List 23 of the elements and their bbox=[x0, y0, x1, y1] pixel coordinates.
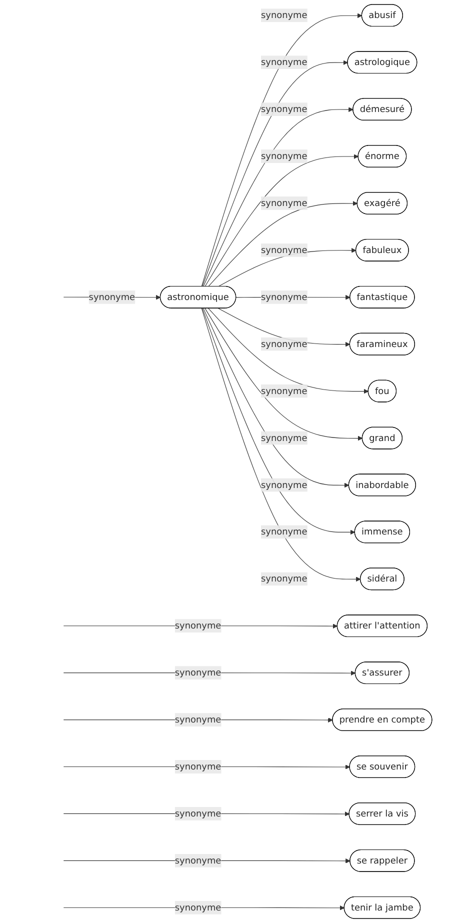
edge-label: synonyme bbox=[261, 385, 308, 396]
edge-label: synonyme bbox=[261, 573, 308, 584]
edge-label: synonyme bbox=[261, 479, 308, 490]
arrow bbox=[202, 60, 348, 287]
edge-label: synonyme bbox=[174, 808, 222, 819]
edge-label: synonyme bbox=[174, 714, 222, 725]
edge-label: synonyme bbox=[261, 244, 308, 256]
arrow bbox=[203, 107, 354, 287]
edge-label: synonyme bbox=[261, 526, 308, 537]
edge-label: synonyme bbox=[261, 150, 308, 162]
edge-label: synonyme bbox=[261, 338, 308, 350]
edge-label: synonyme bbox=[174, 855, 222, 866]
edge-label: synonyme bbox=[261, 198, 308, 208]
edge-label: synonyme bbox=[261, 56, 308, 68]
edge-label: synonyme bbox=[261, 432, 308, 444]
edge-label: synonyme bbox=[174, 667, 222, 678]
edge-label: synonyme bbox=[88, 292, 136, 302]
edge-label: synonyme bbox=[174, 902, 222, 913]
edge-label: synonyme bbox=[261, 10, 308, 20]
edge-label: synonyme bbox=[174, 620, 222, 631]
edge-label: synonyme bbox=[261, 104, 308, 114]
edge-label: synonyme bbox=[174, 761, 222, 772]
edge-label: synonyme bbox=[261, 292, 308, 302]
